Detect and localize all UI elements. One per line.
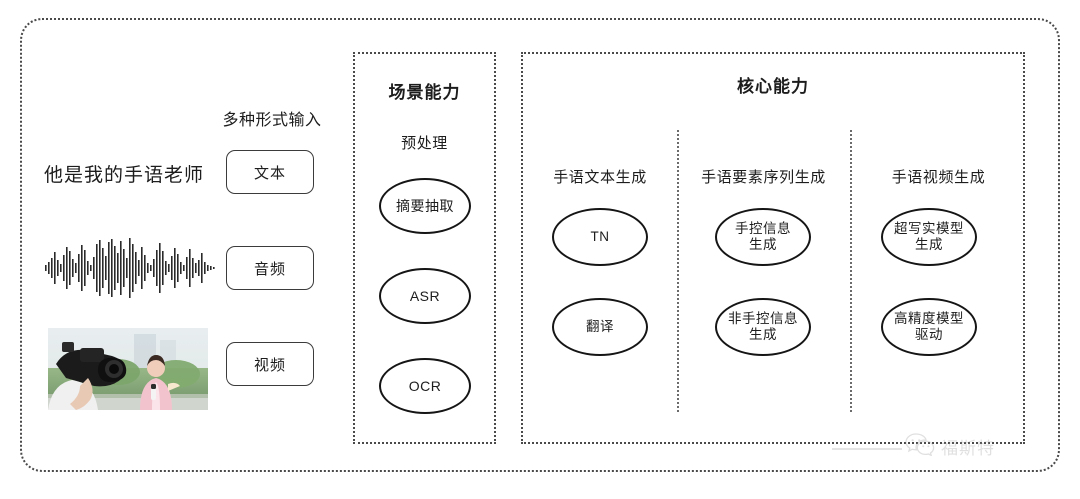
core-column-divider-2 — [850, 130, 852, 412]
input-section-heading: 多种形式输入 — [222, 112, 322, 129]
node-high-precision-model-driving[interactable]: 高精度模型驱动 — [881, 298, 977, 356]
modality-pill-text-label: 文本 — [253, 164, 286, 182]
watermark-label: 福斯特 — [941, 439, 995, 458]
node-photorealistic-model-generation[interactable]: 超写实模型生成 — [881, 208, 977, 266]
node-non-manual-feature-generation[interactable]: 非手控信息生成 — [715, 298, 811, 356]
input-sentence-text: 他是我的手语老师 — [44, 165, 205, 186]
node-label: ASR — [409, 287, 441, 304]
core-panel-title: 核心能力 — [737, 77, 809, 96]
watermark: 福斯特 — [905, 432, 995, 461]
outer-frame — [20, 18, 1060, 472]
node-label: TN — [590, 229, 610, 245]
modality-pill-video[interactable]: 视频 — [226, 342, 314, 386]
modality-pill-text[interactable]: 文本 — [226, 150, 314, 194]
modality-pill-video-label: 视频 — [253, 356, 286, 374]
node-manual-feature-generation[interactable]: 手控信息生成 — [715, 208, 811, 266]
core-column-1-label: 手语文本生成 — [553, 169, 647, 186]
node-translation[interactable]: 翻译 — [552, 298, 648, 356]
node-label: 翻译 — [586, 319, 614, 335]
modality-pill-audio-label: 音频 — [253, 260, 286, 278]
node-asr[interactable]: ASR — [379, 268, 471, 324]
core-column-divider-1 — [677, 130, 679, 412]
node-summary-extraction[interactable]: 摘要抽取 — [379, 178, 471, 234]
node-ocr[interactable]: OCR — [379, 358, 471, 414]
node-label: 超写实模型生成 — [894, 221, 964, 252]
watermark-rule — [832, 448, 902, 450]
scene-group-label: 预处理 — [401, 135, 448, 152]
scene-panel-title: 场景能力 — [388, 83, 461, 102]
node-label: 高精度模型驱动 — [894, 311, 964, 342]
core-column-2-label: 手语要素序列生成 — [701, 169, 826, 186]
scene-capability-panel: 场景能力 预处理 摘要抽取 ASR OCR — [353, 52, 496, 444]
node-label: 摘要抽取 — [396, 197, 454, 214]
node-label: 手控信息生成 — [735, 221, 791, 252]
core-capability-panel: 核心能力 手语文本生成 TN 翻译 手语要素序列生成 手控信息生成 非手控信息生… — [521, 52, 1025, 444]
video-thumbnail-icon — [48, 328, 208, 410]
core-column-3-label: 手语视频生成 — [891, 169, 986, 186]
modality-pill-audio[interactable]: 音频 — [226, 246, 314, 290]
wechat-icon — [905, 432, 935, 461]
node-label: 非手控信息生成 — [728, 311, 798, 342]
audio-waveform-icon — [44, 238, 216, 298]
node-tn[interactable]: TN — [552, 208, 648, 266]
node-label: OCR — [408, 377, 442, 394]
